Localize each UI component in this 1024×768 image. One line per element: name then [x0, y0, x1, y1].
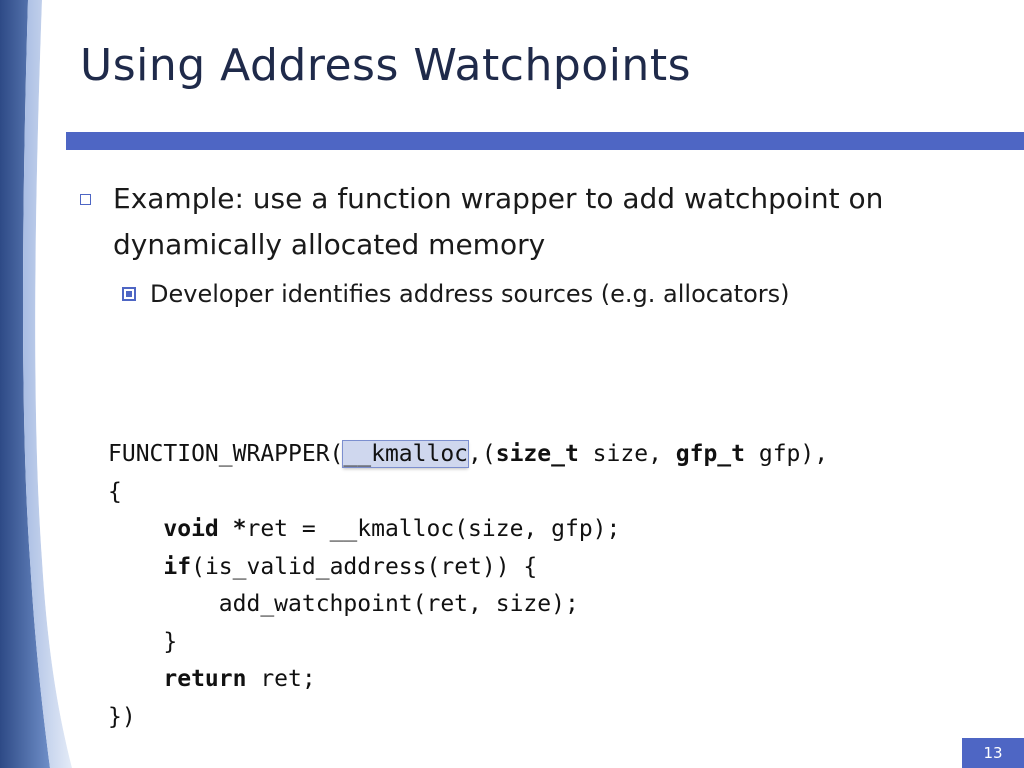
bullet-level-2: Developer identifies address sources (e.… — [122, 280, 790, 308]
hollow-square-bullet-icon — [80, 194, 91, 205]
code-line-7: return ret; — [108, 666, 316, 692]
code-keyword: gfp_t — [675, 441, 746, 467]
slide-number: 13 — [962, 738, 1024, 768]
code-token: ret = __kmalloc(size, gfp); — [246, 516, 621, 542]
code-keyword: if — [163, 553, 192, 580]
code-line-1: FUNCTION_WRAPPER(__kmalloc,(size_t size,… — [108, 440, 829, 468]
code-keyword: size_t — [495, 441, 579, 467]
code-line-6: } — [108, 628, 178, 655]
title-rule — [66, 132, 1024, 150]
code-indent — [108, 554, 163, 580]
code-token: (is_valid_address(ret)) { — [191, 553, 538, 580]
code-line-8: }) — [108, 703, 136, 730]
side-decoration — [0, 0, 82, 768]
code-token: gfp), — [745, 441, 829, 467]
code-line-3: void *ret = __kmalloc(size, gfp); — [108, 516, 620, 542]
bullet-level-1: Example: use a function wrapper to add w… — [80, 176, 960, 268]
code-block: FUNCTION_WRAPPER(__kmalloc,(size_t size,… — [108, 436, 828, 736]
code-keyword: return — [163, 666, 247, 692]
code-token: FUNCTION_WRAPPER( — [108, 441, 344, 467]
code-indent — [108, 516, 163, 542]
code-keyword: void * — [163, 516, 247, 542]
code-token: ,( — [468, 441, 496, 467]
highlighted-function-name: __kmalloc — [342, 440, 470, 468]
bullet-1-text: Example: use a function wrapper to add w… — [113, 182, 884, 261]
code-indent — [108, 666, 163, 692]
filled-square-bullet-icon — [122, 287, 136, 301]
bullet-2-text: Developer identifies address sources (e.… — [150, 280, 790, 308]
code-token: ret; — [246, 666, 316, 692]
code-line-5: add_watchpoint(ret, size); — [108, 591, 579, 617]
slide-title: Using Address Watchpoints — [80, 40, 691, 91]
code-token: size, — [578, 441, 676, 467]
code-line-2: { — [108, 478, 122, 505]
code-line-4: if(is_valid_address(ret)) { — [108, 554, 537, 580]
